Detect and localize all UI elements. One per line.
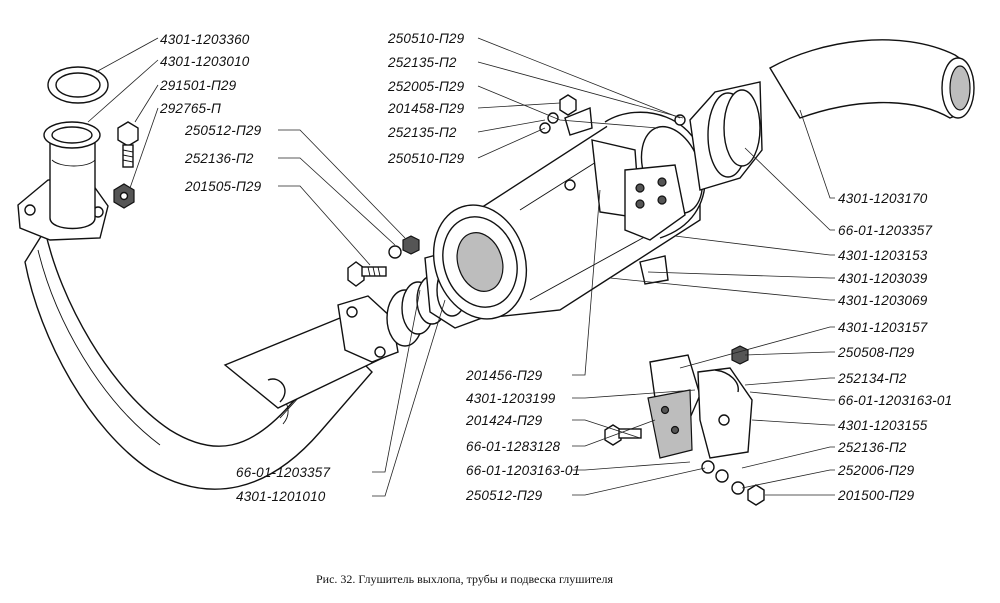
part-label: 250512-П29 [184,123,262,138]
part-label: 252134-П2 [837,371,907,386]
part-label: 4301-1203153 [838,248,928,263]
part-label: 250510-П29 [387,31,465,46]
part-label: 66-01-1203357 [838,223,932,238]
part-label: 252005-П29 [387,79,465,94]
part-label: 201456-П29 [465,368,543,383]
part-label: 291501-П29 [159,78,237,93]
part-label: 250508-П29 [837,345,915,360]
part-label: 250510-П29 [387,151,465,166]
part-label: 4301-1203155 [838,418,928,433]
part-label: 4301-1203199 [466,391,556,406]
part-label: 252136-П2 [837,440,907,455]
front-exhaust-pipe [17,121,373,490]
part-label: 252136-П2 [184,151,254,166]
figure-caption: Рис. 32. Глушитель выхлопа, трубы и подв… [316,572,613,586]
flange-bolt-left [347,235,420,287]
part-label: 4301-1203039 [838,271,928,286]
hanger-assembly-detail [604,345,765,506]
part-label: 66-01-1203357 [236,465,330,480]
part-label: 4301-1201010 [236,489,326,504]
part-label: 201505-П29 [184,179,262,194]
sealing-ring [47,66,109,104]
part-labels: 4301-1203360 4301-1203010 291501-П29 292… [159,31,952,504]
part-label: 201424-П29 [465,413,543,428]
part-label: 66-01-1283128 [466,439,560,454]
part-label: 66-01-1203163-01 [838,393,952,408]
part-label: 66-01-1203163-01 [466,463,580,478]
part-label: 252135-П2 [387,125,457,140]
muffler-hanger-bracket [564,107,686,285]
flange-bolt-and-nut [113,121,139,209]
part-label: 4301-1203157 [838,320,928,335]
part-label: 292765-П [159,101,221,116]
part-label: 4301-1203360 [160,32,250,47]
part-label: 250512-П29 [465,488,543,503]
part-label: 252135-П2 [387,55,457,70]
tail-pipe [689,39,975,191]
part-label: 4301-1203010 [160,54,250,69]
part-label: 4301-1203069 [838,293,928,308]
leader-lines [87,37,835,497]
part-label: 201458-П29 [387,101,465,116]
part-label: 201500-П29 [837,488,915,503]
part-label: 4301-1203170 [838,191,928,206]
part-label: 252006-П29 [837,463,915,478]
